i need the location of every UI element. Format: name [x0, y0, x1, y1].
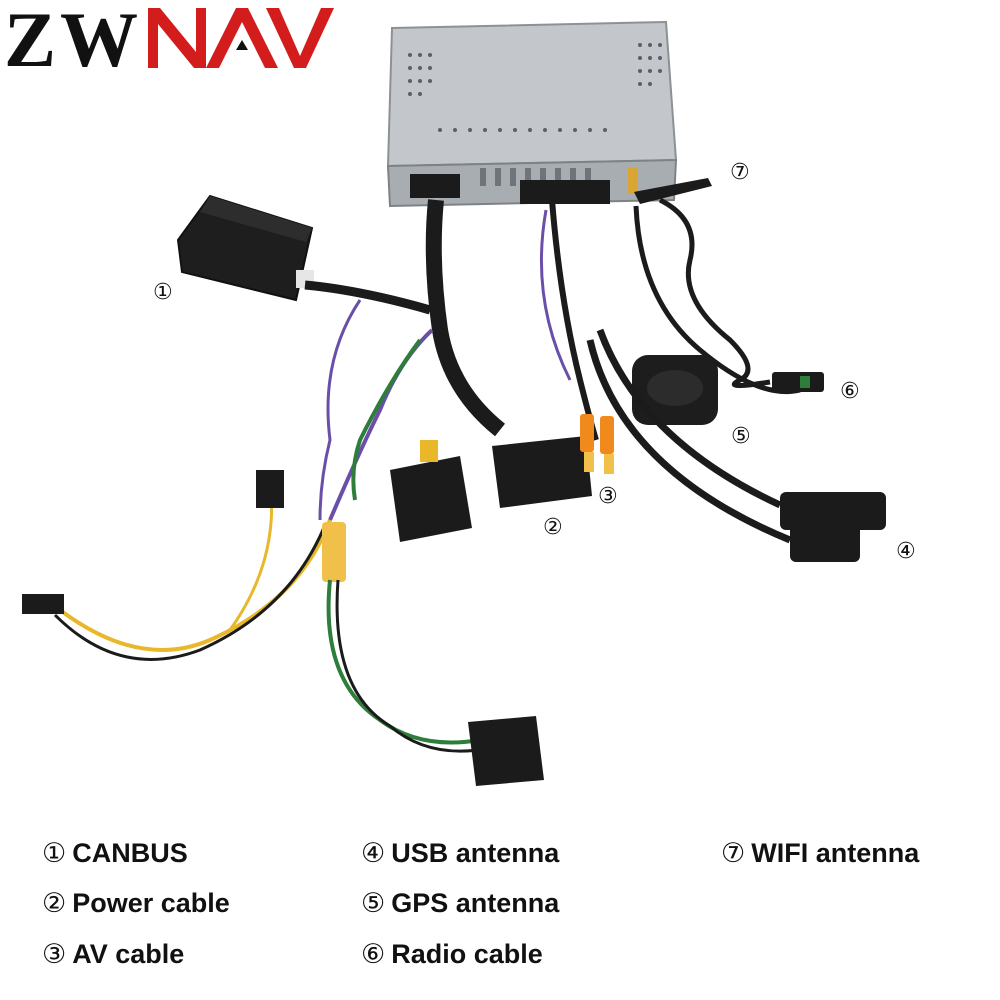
- legend-label: Power cable: [72, 888, 230, 918]
- canbus-box: [176, 194, 314, 302]
- gps-antenna: [632, 355, 718, 425]
- callout-3: ③: [598, 484, 618, 509]
- callout-1: ①: [153, 280, 173, 305]
- main-harness: [304, 199, 506, 521]
- legend-number: ⑦: [721, 838, 746, 869]
- legend-number: ④: [361, 838, 386, 869]
- head-unit: [386, 20, 678, 208]
- legend-number: ③: [42, 939, 67, 970]
- legend-label: Radio cable: [391, 939, 543, 969]
- lower-wires: [22, 470, 544, 786]
- callout-5: ⑤: [731, 424, 751, 449]
- brand-logo: Z W: [4, 0, 334, 80]
- legend-label: AV cable: [72, 939, 185, 969]
- svg-text:W: W: [60, 0, 138, 80]
- legend-label: CANBUS: [72, 838, 188, 868]
- wifi-antenna: [633, 178, 801, 395]
- legend-number: ⑤: [361, 888, 386, 919]
- legend-number: ②: [42, 888, 67, 919]
- usb-cable: [586, 328, 886, 562]
- legend-label: WIFI antenna: [751, 838, 920, 868]
- callout-7: ⑦: [730, 160, 750, 185]
- svg-text:Z: Z: [4, 0, 56, 80]
- legend-number: ⑥: [361, 939, 386, 970]
- brand-logo-nav: [148, 8, 334, 68]
- callout-6: ⑥: [840, 379, 860, 404]
- legend-number: ①: [42, 838, 67, 869]
- radio-cable: [658, 197, 824, 392]
- legend-label: GPS antenna: [391, 888, 560, 918]
- callout-4: ④: [896, 539, 916, 564]
- power-connectors: [390, 436, 592, 542]
- legend-label: USB antenna: [391, 838, 560, 868]
- av-cable: [539, 199, 614, 474]
- callout-2: ②: [543, 515, 563, 540]
